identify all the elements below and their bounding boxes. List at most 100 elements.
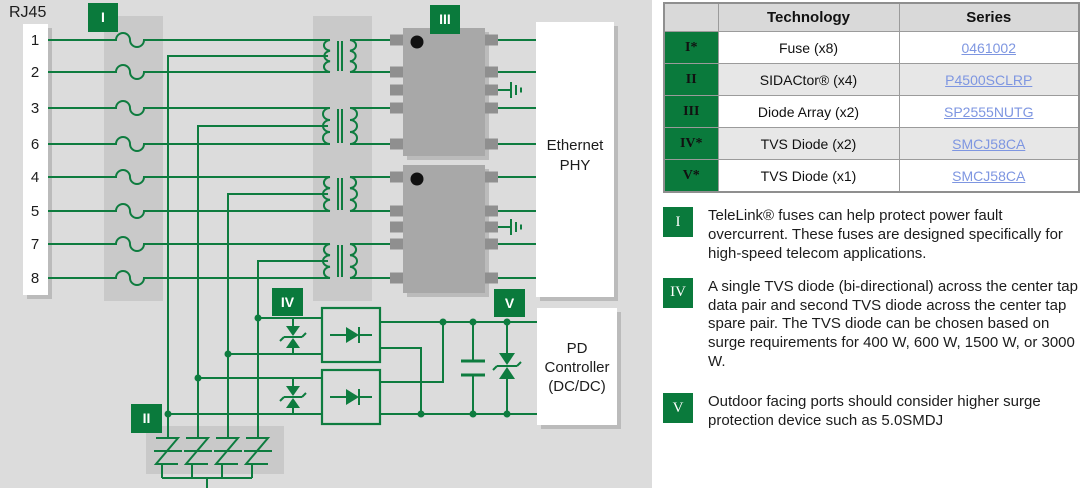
technology-cell: Diode Array (x2) bbox=[717, 95, 900, 128]
table-row: V* TVS Diode (x1) SMCJ58CA bbox=[663, 159, 1080, 193]
transformer-1-core bbox=[337, 41, 343, 71]
series-link[interactable]: SP2555NUTG bbox=[944, 103, 1034, 120]
center-tap-pair12 bbox=[167, 55, 328, 438]
chip-2-pin bbox=[390, 272, 404, 284]
ground-symbol-1 bbox=[498, 82, 522, 98]
series-cell: P4500SCLRP bbox=[898, 63, 1080, 96]
wire-pin1-fuse bbox=[48, 32, 330, 48]
rj45-body bbox=[23, 24, 48, 295]
pd-controller-block: PD Controller (DC/DC) bbox=[537, 308, 621, 429]
row-numeral: I* bbox=[663, 31, 719, 64]
chip-2-pin bbox=[484, 171, 498, 183]
badge-ii: II bbox=[131, 404, 162, 433]
bridge-rectifier-2 bbox=[320, 368, 382, 426]
transformer-2 bbox=[322, 107, 390, 145]
diode-array-chip-1 bbox=[390, 28, 498, 160]
rj45-pin-2: 2 bbox=[31, 64, 39, 81]
badge-i: I bbox=[88, 3, 118, 32]
wire-pin5-fuse bbox=[48, 203, 330, 219]
pd-label-line3: (DC/DC) bbox=[548, 378, 606, 395]
ethernet-phy-block: Ethernet PHY bbox=[536, 22, 618, 301]
circuit-diagram: RJ45 1 2 3 6 4 5 7 8 bbox=[0, 0, 652, 488]
chip-1-pin bbox=[390, 34, 404, 46]
chip-1-body bbox=[403, 28, 485, 156]
sidactor-common-bus bbox=[162, 477, 252, 488]
series-link[interactable]: 0461002 bbox=[961, 39, 1016, 56]
transformer-3-secondary bbox=[349, 176, 358, 212]
diode-array-chip-2 bbox=[390, 165, 498, 297]
rj45-connector: RJ45 1 2 3 6 4 5 7 8 bbox=[9, 4, 52, 299]
bridge2-top-output bbox=[380, 322, 444, 383]
rj45-pin-6: 6 bbox=[31, 136, 39, 153]
bridge-rectifier-1 bbox=[320, 306, 382, 364]
pd-body bbox=[537, 308, 617, 425]
sidactor-2 bbox=[183, 437, 212, 478]
chip-2-pin bbox=[390, 238, 404, 250]
table-row: III Diode Array (x2) SP2555NUTG bbox=[663, 95, 1080, 128]
badge-iii: III bbox=[430, 5, 460, 34]
wire-pin4-fuse bbox=[48, 169, 330, 185]
pd-label-line2: Controller bbox=[544, 359, 609, 376]
corner-header-cell bbox=[663, 2, 719, 32]
chip-2-pin1-marker-dot bbox=[410, 172, 424, 186]
phy-label-line2: PHY bbox=[560, 157, 591, 174]
transformer-2-secondary-leads bbox=[350, 107, 390, 145]
transformer-1 bbox=[322, 39, 390, 73]
phy-label-line1: Ethernet bbox=[547, 137, 605, 154]
transformer-4-secondary-leads bbox=[350, 243, 390, 279]
series-cell: SMCJ58CA bbox=[898, 159, 1080, 193]
chip-1-pin bbox=[390, 66, 404, 78]
chip-1-pin bbox=[484, 34, 498, 46]
chip-1-pin bbox=[484, 138, 498, 150]
badge-i-label: I bbox=[101, 9, 105, 25]
chip-1-pin1-marker-dot bbox=[410, 35, 424, 49]
pd-label-line1: PD bbox=[567, 340, 588, 357]
chip-output-wires bbox=[498, 39, 536, 279]
circuit-diagram-container: RJ45 1 2 3 6 4 5 7 8 bbox=[0, 0, 652, 488]
note-i-text: TeleLink® fuses can help protect power f… bbox=[708, 207, 1063, 262]
note-v-text: Outdoor facing ports should consider hig… bbox=[708, 393, 1041, 430]
transformer-3-secondary-leads bbox=[350, 176, 390, 212]
sidactor-1 bbox=[153, 437, 182, 478]
series-link[interactable]: P4500SCLRP bbox=[945, 71, 1033, 88]
rj45-pin-7: 7 bbox=[31, 236, 39, 253]
series-link[interactable]: SMCJ58CA bbox=[952, 167, 1026, 184]
center-tap-pair36 bbox=[197, 125, 328, 438]
wire-pin2-fuse bbox=[48, 64, 330, 80]
transformer-1-secondary bbox=[349, 39, 358, 73]
chip-1-pin bbox=[484, 84, 498, 96]
sidactor-3 bbox=[213, 437, 242, 478]
table-row: I* Fuse (x8) 0461002 bbox=[663, 31, 1080, 64]
badge-v: V bbox=[494, 289, 525, 317]
row-numeral: II bbox=[663, 63, 719, 96]
sidactor-4 bbox=[243, 437, 272, 478]
chip-2-pin bbox=[484, 272, 498, 284]
transformer-2-core bbox=[337, 109, 343, 143]
capacitor bbox=[461, 322, 485, 414]
chip-2-pin bbox=[484, 221, 498, 233]
tvs-diode-v bbox=[492, 322, 522, 414]
badge-iv: IV bbox=[272, 288, 303, 316]
chip-1-pin bbox=[390, 84, 404, 96]
rj45-pin-1: 1 bbox=[31, 32, 39, 49]
table-header-row: Technology Series bbox=[663, 2, 1080, 32]
technology-cell: TVS Diode (x2) bbox=[717, 127, 900, 160]
chip-2-pin bbox=[484, 238, 498, 250]
series-link[interactable]: SMCJ58CA bbox=[952, 135, 1026, 152]
chip-1-pin bbox=[484, 66, 498, 78]
component-panel: Technology Series I* Fuse (x8) 0461002 I… bbox=[663, 2, 1087, 431]
chip-1-pin bbox=[390, 138, 404, 150]
technology-column-header: Technology bbox=[717, 2, 900, 32]
transformer-3 bbox=[322, 176, 390, 212]
note-i: I TeleLink® fuses can help protect power… bbox=[663, 207, 1087, 264]
chip-2-pin bbox=[390, 205, 404, 217]
dc-output-rails bbox=[380, 321, 537, 415]
series-cell: SMCJ58CA bbox=[898, 127, 1080, 160]
transformer-4-core bbox=[337, 245, 343, 277]
note-iv-text: A single TVS diode (bi-directional) acro… bbox=[708, 277, 1078, 371]
note-v-badge: V bbox=[663, 393, 693, 424]
rj45-pin-4: 4 bbox=[31, 169, 39, 186]
rj45-pin-8: 8 bbox=[31, 270, 39, 287]
wire-pin7-fuse bbox=[48, 236, 330, 252]
chip-2-body bbox=[403, 165, 485, 293]
